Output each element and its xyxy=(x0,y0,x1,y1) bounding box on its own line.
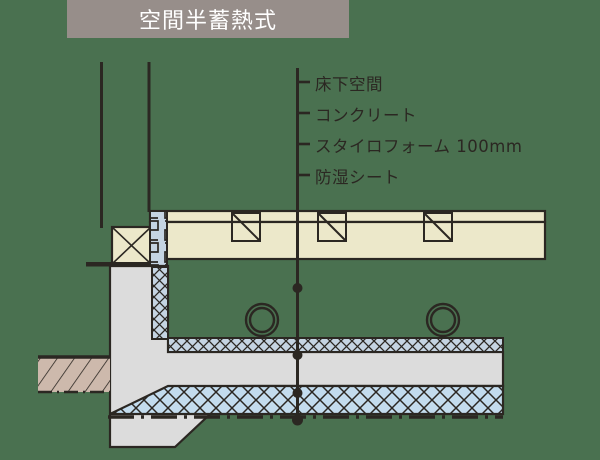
rim-joist-insulation xyxy=(149,210,168,270)
exterior-wall xyxy=(100,62,151,228)
leader-dot-3 xyxy=(292,388,303,398)
callout-label-dampproof-sheet: 防湿シート xyxy=(315,168,400,187)
styrofoam-insulation-layer xyxy=(109,384,505,416)
sill-beam xyxy=(110,225,153,266)
callout-leader-lines xyxy=(292,68,310,426)
ground-soil-block xyxy=(38,355,110,394)
leader-dot-1 xyxy=(292,283,303,293)
callout-label-styrofoam: スタイロフォーム 100mm xyxy=(315,137,523,156)
pipe-section-left xyxy=(244,302,280,338)
title-banner: 空間半蓄熱式 xyxy=(67,0,349,38)
floor-assembly xyxy=(148,209,547,261)
leader-dot-2 xyxy=(292,350,303,360)
perimeter-insulation-horizontal xyxy=(167,337,504,353)
sill-flashing xyxy=(86,262,152,267)
floor-topping-layer xyxy=(148,209,547,224)
joist-marks xyxy=(231,212,453,242)
floor-concrete-layer xyxy=(148,220,547,261)
pipe-section-right xyxy=(425,302,461,338)
callout-label-crawlspace: 床下空間 xyxy=(315,75,383,94)
callout-label-concrete: コンクリート xyxy=(315,106,417,125)
leader-dot-4 xyxy=(292,414,303,426)
page-title: 空間半蓄熱式 xyxy=(138,9,277,34)
perimeter-insulation-vertical xyxy=(151,266,169,340)
